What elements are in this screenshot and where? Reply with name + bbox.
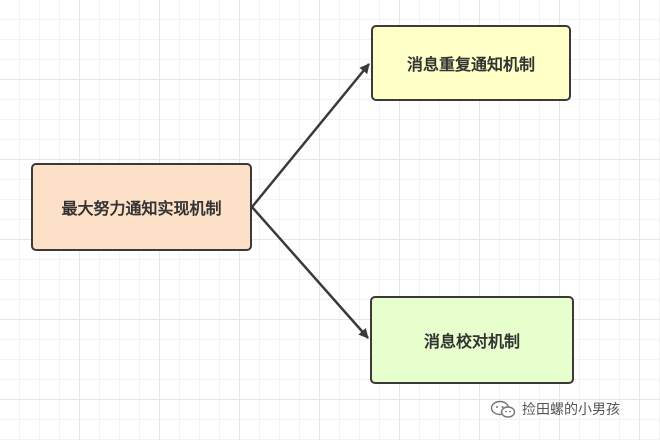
node-message-retry-notification[interactable]: 消息重复通知机制 — [371, 25, 571, 101]
node-label: 最大努力通知实现机制 — [61, 199, 222, 218]
node-best-effort-notification[interactable]: 最大努力通知实现机制 — [31, 163, 252, 251]
arrow-main-to-retry — [251, 63, 370, 208]
wechat-icon — [490, 400, 516, 418]
node-label: 消息重复通知机制 — [406, 55, 535, 74]
watermark-text: 捡田螺的小男孩 — [522, 402, 620, 418]
node-label: 消息校对机制 — [423, 332, 520, 351]
watermark: 捡田螺的小男孩 — [490, 399, 620, 419]
node-message-reconciliation[interactable]: 消息校对机制 — [370, 296, 574, 384]
arrow-main-to-check — [251, 206, 369, 339]
